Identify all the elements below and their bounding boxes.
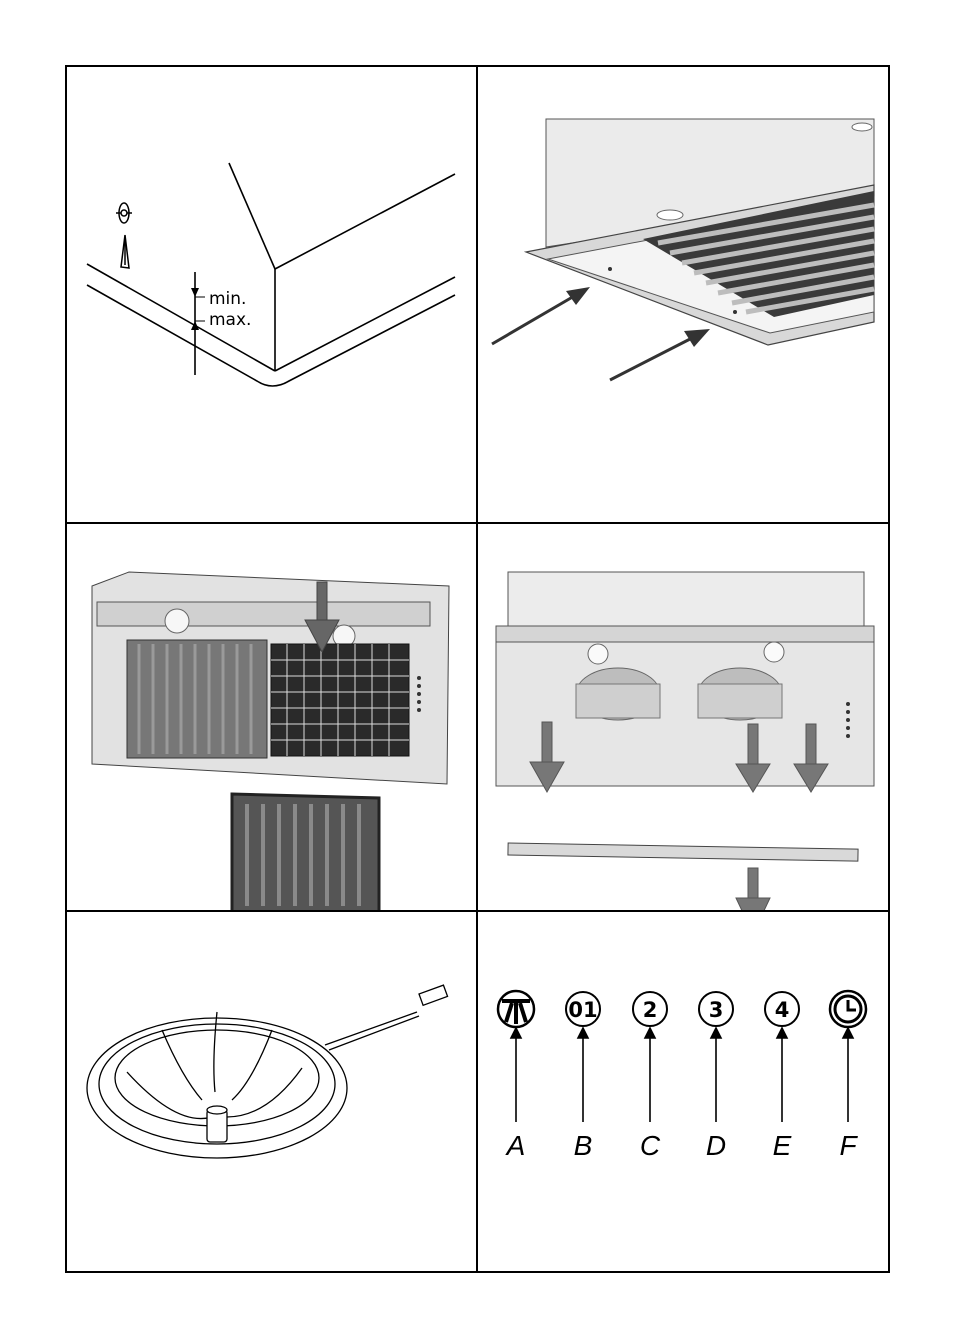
panel-front-panel-removal xyxy=(478,524,890,910)
control-letter-e: E xyxy=(762,1130,802,1162)
control-letter-d: D xyxy=(696,1130,736,1162)
illustration-grid: min. max. xyxy=(65,65,890,1273)
wing-nut-icon xyxy=(116,203,132,223)
max-label: max. xyxy=(209,311,251,330)
timer-clock-icon xyxy=(830,991,866,1027)
speed4-icon: 4 xyxy=(764,991,800,1027)
control-letter-c: C xyxy=(630,1130,670,1162)
panel-hood-underside-screws xyxy=(478,67,890,522)
filter-removal-drawing xyxy=(67,524,476,910)
min-label: min. xyxy=(209,290,246,309)
halogen-lamp-drawing xyxy=(67,912,476,1273)
fixing-screw-icon xyxy=(733,310,737,314)
speed2-icon: 2 xyxy=(632,991,668,1027)
control-letter-f: F xyxy=(828,1130,868,1162)
control-letter-b: B xyxy=(563,1130,603,1162)
control-letter-a: A xyxy=(496,1130,536,1162)
hood-underside-drawing xyxy=(478,67,890,522)
power-speed1-icon: 01 xyxy=(565,991,601,1027)
panel-filter-removal xyxy=(67,524,476,910)
panel-bracket-installation: min. max. xyxy=(67,67,476,522)
panel-lamp xyxy=(67,912,476,1273)
panel-controls: 01 2 3 4 A B C D E F xyxy=(478,912,890,1273)
front-panel-drawing xyxy=(478,524,890,910)
cabinet-bracket-drawing xyxy=(67,67,476,522)
controls-arrows xyxy=(478,912,890,1273)
speed3-icon: 3 xyxy=(698,991,734,1027)
bracket-hook-icon xyxy=(121,235,129,268)
fixing-screw-icon xyxy=(608,267,612,271)
light-icon xyxy=(498,991,534,1027)
